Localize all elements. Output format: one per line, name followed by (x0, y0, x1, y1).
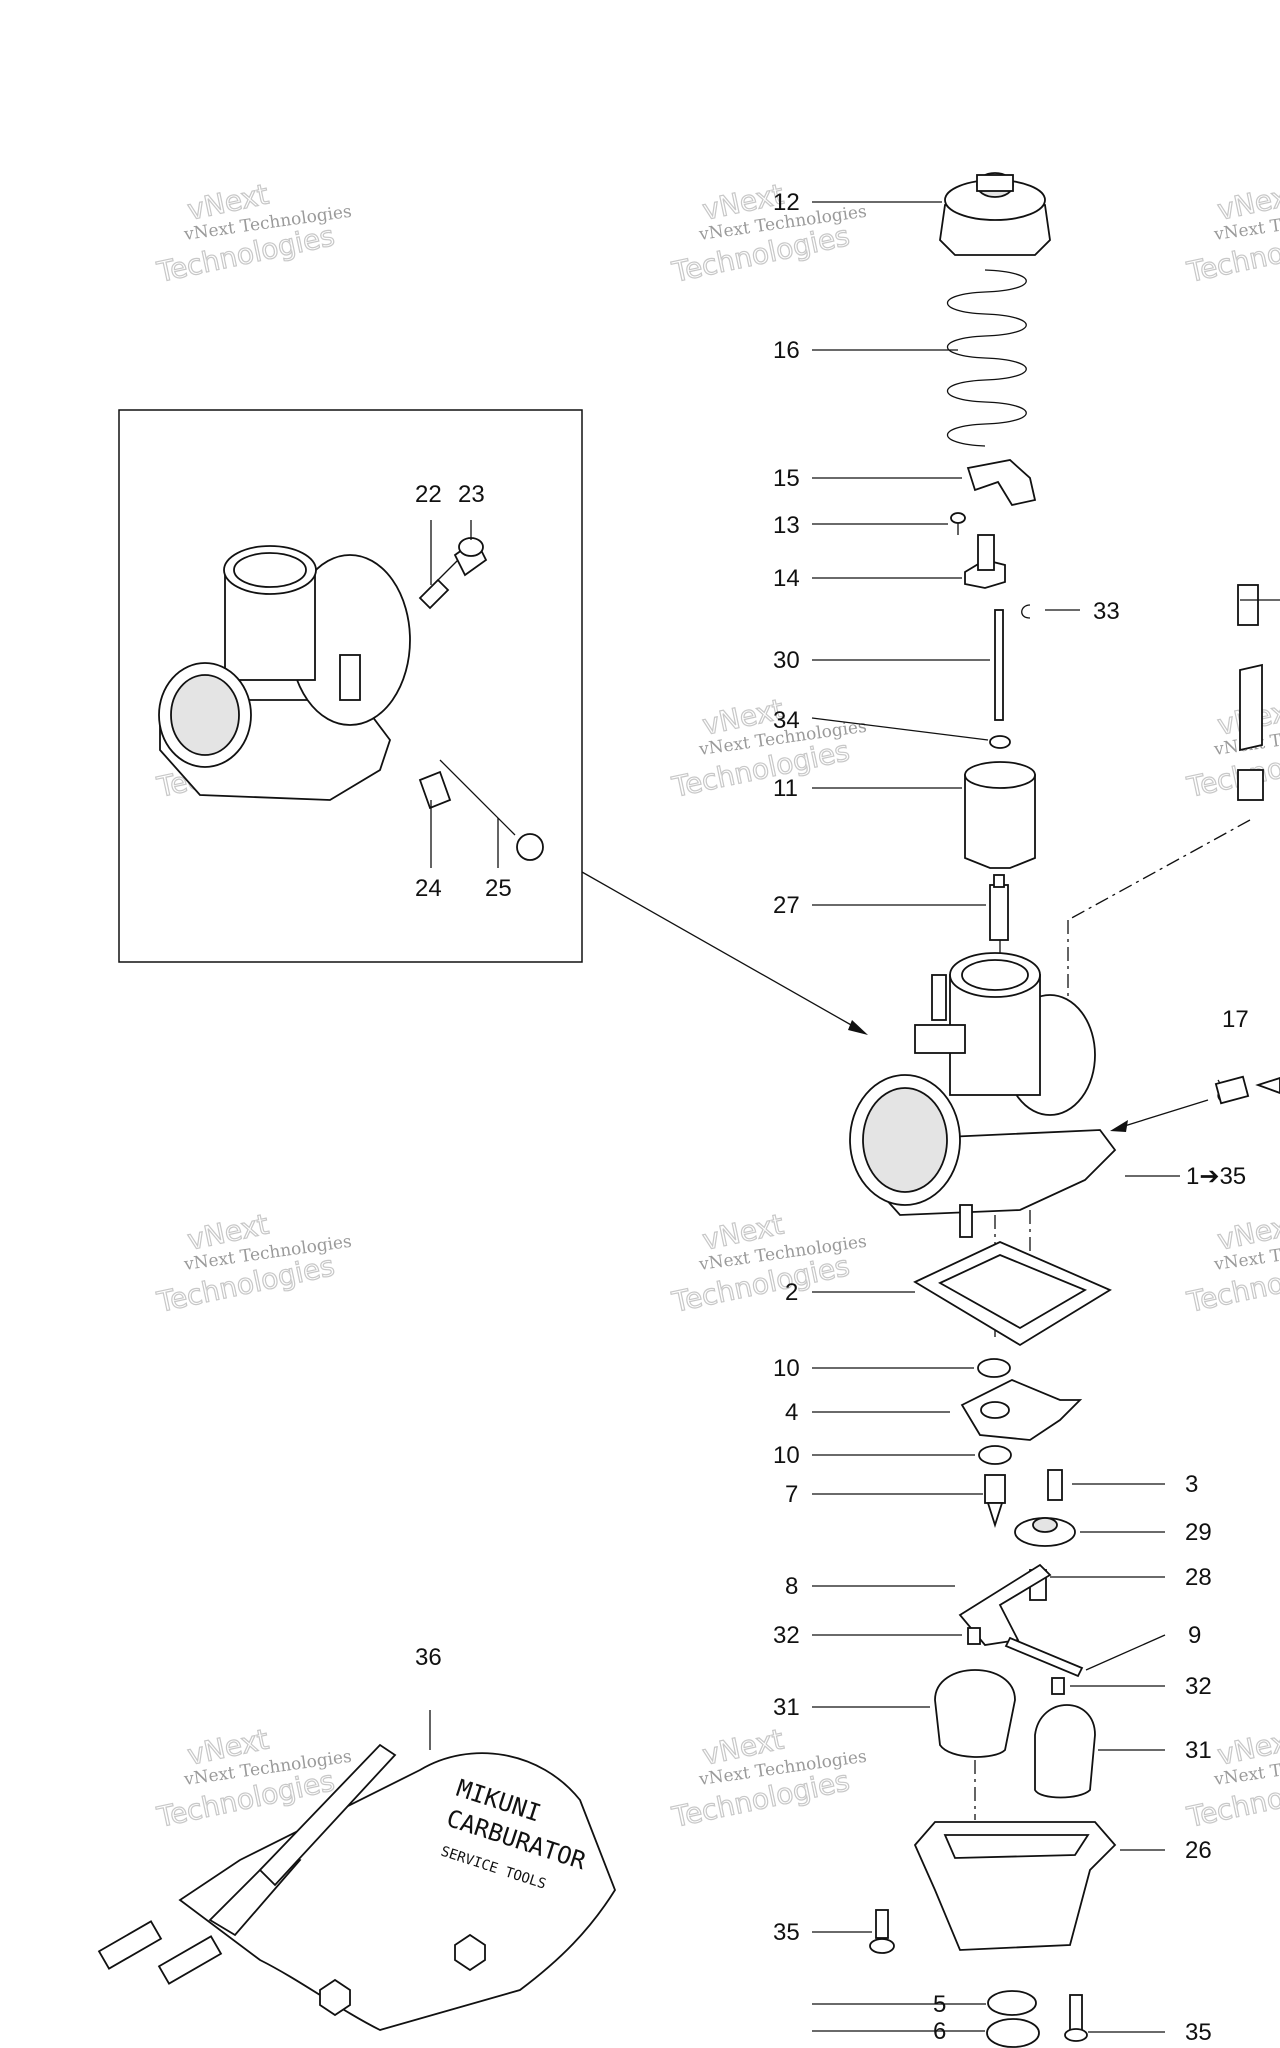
part-4-plate (960, 1379, 1083, 1441)
part-1-carburetor-body (849, 952, 1117, 1238)
watermark: vNext Technologies vNext Technologies (668, 1207, 868, 1320)
inset-carburetor-body (158, 545, 411, 801)
part-6-plug (986, 2018, 1040, 2048)
watermark: vNext Technologies vNext Technologies (1183, 1207, 1280, 1320)
part-26-float-bowl (913, 1821, 1117, 1951)
part-30-needle (994, 609, 1004, 721)
inset-part-23 (453, 537, 488, 577)
part-16-spring (947, 269, 1027, 447)
part-5-gasket (987, 1990, 1037, 2016)
callout-34: 34 (773, 707, 800, 734)
watermarks: vNext Technologies vNext Technologies vN… (153, 177, 1280, 1835)
callout-23: 23 (458, 481, 485, 508)
callout-32-left: 32 (773, 1622, 800, 1649)
callout-8: 8 (785, 1573, 798, 1600)
inset-part-25 (439, 759, 544, 861)
callout-35-left: 35 (773, 1919, 800, 1946)
part-10-oring-lower (978, 1445, 1012, 1465)
part-15-clip (966, 459, 1037, 507)
inset-detail-box: 22 23 24 25 (118, 409, 583, 963)
part-8-lever (958, 1563, 1052, 1646)
watermark: vNext Technologies vNext Technologies (1183, 177, 1280, 290)
watermark: vNext Technologies vNext Technologies (153, 177, 353, 290)
callout-14: 14 (773, 565, 800, 592)
part-35-screw-left (869, 1909, 895, 1954)
callout-29: 29 (1185, 1519, 1212, 1546)
part-32-pin-right (1051, 1677, 1065, 1695)
part-32-pin-left (967, 1627, 981, 1645)
callout-25: 25 (485, 875, 512, 902)
part-31-float-left (934, 1669, 1016, 1758)
part-36-tool-kit: MIKUNI CARBURATOR SERVICE TOOLS (97, 1710, 617, 2031)
callout-11: 11 (773, 775, 798, 802)
inset-part-22 (418, 557, 461, 610)
part-9-pin (1004, 1636, 1084, 1678)
part-12-cap (939, 172, 1051, 256)
part-27-jet (989, 874, 1009, 941)
callout-13: 13 (773, 512, 800, 539)
part-13-screw (950, 512, 966, 535)
callout-12: 12 (773, 189, 800, 216)
callout-9: 9 (1188, 1622, 1201, 1649)
part-11-slide (964, 761, 1036, 869)
watermark: vNext Technologies vNext Technologies (668, 177, 868, 290)
callout-35-right: 35 (1185, 2019, 1212, 2046)
watermark: vNext Technologies vNext Technologies (153, 1207, 353, 1320)
part-10-oring-upper (977, 1358, 1011, 1378)
callout-31-right: 31 (1185, 1737, 1212, 1764)
leader-lines (811, 201, 1180, 2033)
callout-32-right: 32 (1185, 1673, 1212, 1700)
part-31-float-right (1034, 1704, 1096, 1799)
callout-15: 15 (773, 465, 800, 492)
part-2-gasket (913, 1241, 1112, 1347)
callout-labels: 12 16 15 13 14 33 30 34 11 27 17 1➔35 2 … (415, 189, 1249, 2046)
callout-16: 16 (773, 337, 800, 364)
part-3-screw (1047, 1469, 1063, 1501)
watermark: vNext Technologies vNext Technologies (668, 692, 868, 805)
callout-36: 36 (415, 1644, 442, 1671)
part-7-jet (984, 1474, 1006, 1528)
callout-7: 7 (785, 1481, 798, 1508)
callout-24: 24 (415, 875, 442, 902)
part-29-seat (1014, 1517, 1076, 1547)
callout-17: 17 (1222, 1006, 1249, 1033)
callout-3: 3 (1185, 1471, 1198, 1498)
callout-30: 30 (773, 647, 800, 674)
callout-31-left: 31 (773, 1694, 800, 1721)
callout-1-range: 1➔35 (1186, 1163, 1246, 1190)
part-17-spring (1110, 1075, 1250, 1132)
callout-6: 6 (933, 2018, 946, 2045)
inset-part-24 (418, 770, 452, 810)
arrow-pointer-icon (581, 871, 868, 1035)
callout-5: 5 (933, 1991, 946, 2018)
part-34-washer (989, 735, 1011, 749)
callout-4: 4 (785, 1399, 798, 1426)
part-14-plate (964, 534, 1006, 589)
callout-26: 26 (1185, 1837, 1212, 1864)
part-33-clip (1021, 604, 1031, 619)
callout-10-upper: 10 (773, 1355, 800, 1382)
callout-27: 27 (773, 892, 800, 919)
callout-33: 33 (1093, 598, 1120, 625)
callout-2: 2 (785, 1279, 798, 1306)
callout-28: 28 (1185, 1564, 1212, 1591)
callout-22: 22 (415, 481, 442, 508)
right-edge-parts (1067, 584, 1280, 1094)
part-35-screw-right (1064, 1994, 1088, 2042)
watermark: vNext Technologies vNext Technologies (1183, 692, 1280, 805)
watermark: vNext Technologies vNext Technologies (668, 1722, 868, 1835)
callout-10-lower: 10 (773, 1442, 800, 1469)
